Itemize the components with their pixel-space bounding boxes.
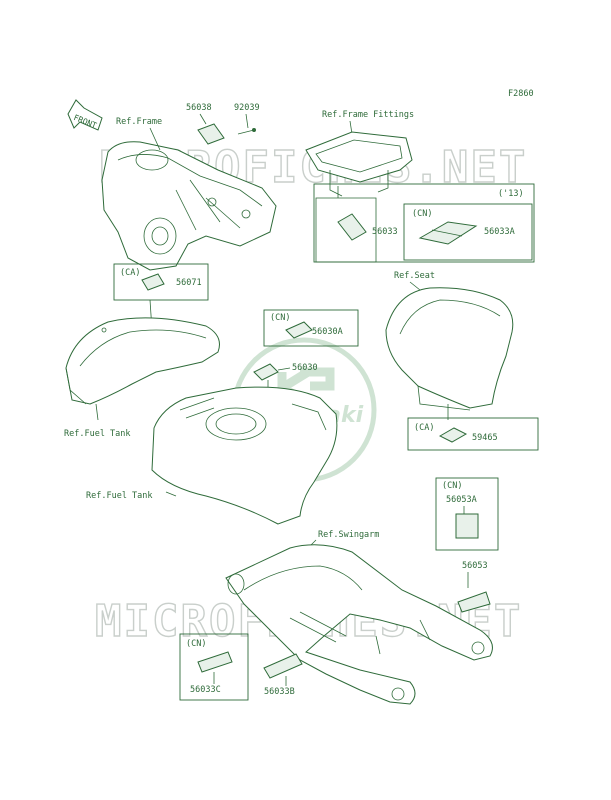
leader-92039 [245, 113, 249, 129]
ca-tag-2: (CA) [414, 423, 434, 433]
seat-drawing [385, 287, 514, 411]
leader-56038 [199, 113, 207, 125]
box-56033A-cn [403, 203, 533, 261]
label-56033B-sticker [263, 653, 303, 679]
part-56030A-label[interactable]: 56030A [312, 327, 343, 337]
fuel-tank-drawing [151, 386, 338, 525]
box-56033C-cn [179, 633, 249, 701]
label-56030A-sticker [285, 321, 313, 339]
label-56033-sticker [337, 213, 367, 241]
label-56033C-sticker [197, 651, 233, 673]
part-56053-label[interactable]: 56053 [462, 561, 488, 571]
label-59465-sticker [438, 427, 468, 443]
label-56033A-line [431, 229, 463, 237]
ref-frame-fittings-label: Ref.Frame Fittings [322, 110, 414, 120]
box-56033-group [313, 183, 535, 263]
box-56053A-cn [435, 477, 499, 551]
diagram-code: F2860 [508, 89, 534, 99]
leader-ref-seat [409, 281, 421, 291]
part-56033B-label[interactable]: 56033B [264, 687, 295, 697]
leader-ref-fuel-tank-2 [165, 491, 177, 497]
ref-seat-label: Ref.Seat [394, 271, 435, 281]
frame-fittings-drawing [305, 131, 413, 197]
leader-56030 [277, 367, 291, 371]
swingarm-drawing [225, 544, 493, 705]
ref-fuel-tank-label-2: Ref.Fuel Tank [86, 491, 153, 501]
fuel-tank-cover-drawing [65, 317, 220, 405]
part-59465-label[interactable]: 59465 [472, 433, 498, 443]
part-92039-label[interactable]: 92039 [234, 103, 260, 113]
part-56033A-label[interactable]: 56033A [484, 227, 515, 237]
leader-ref-fuel-tank-1 [95, 403, 99, 421]
label-56053-sticker [457, 591, 491, 613]
ca-tag-1: (CA) [120, 268, 140, 278]
rivet-head [252, 128, 256, 132]
rivet-92039 [237, 129, 255, 135]
ref-frame-label: Ref.Frame [116, 117, 162, 127]
part-56030-label[interactable]: 56030 [292, 363, 318, 373]
cn-tag-2: (CN) [270, 313, 290, 323]
label-56038-sticker [197, 123, 225, 145]
leader-ref-frame [149, 127, 161, 151]
part-56071-label[interactable]: 56071 [176, 278, 202, 288]
cn-tag-4: (CN) [186, 639, 206, 649]
part-56038-label[interactable]: 56038 [186, 103, 212, 113]
box-56071-ca [113, 263, 209, 301]
box-59465-ca [407, 417, 539, 451]
label-56030-sticker [253, 363, 279, 381]
part-56053A-label[interactable]: 56053A [446, 495, 477, 505]
part-56033C-label[interactable]: 56033C [190, 685, 221, 695]
front-arrow-icon: FRONT [67, 99, 103, 131]
part-56033-label[interactable]: 56033 [372, 227, 398, 237]
label-56071-sticker [141, 273, 165, 291]
year-13-tag: ('13) [498, 189, 524, 199]
cn-tag-1: (CN) [412, 209, 432, 219]
box-56030A-cn [263, 309, 359, 347]
label-56053A-sticker [455, 513, 479, 539]
ref-swingarm-label: Ref.Swingarm [318, 530, 379, 540]
frame-drawing [101, 141, 277, 271]
ref-fuel-tank-label-1: Ref.Fuel Tank [64, 429, 131, 439]
cn-tag-3: (CN) [442, 481, 462, 491]
